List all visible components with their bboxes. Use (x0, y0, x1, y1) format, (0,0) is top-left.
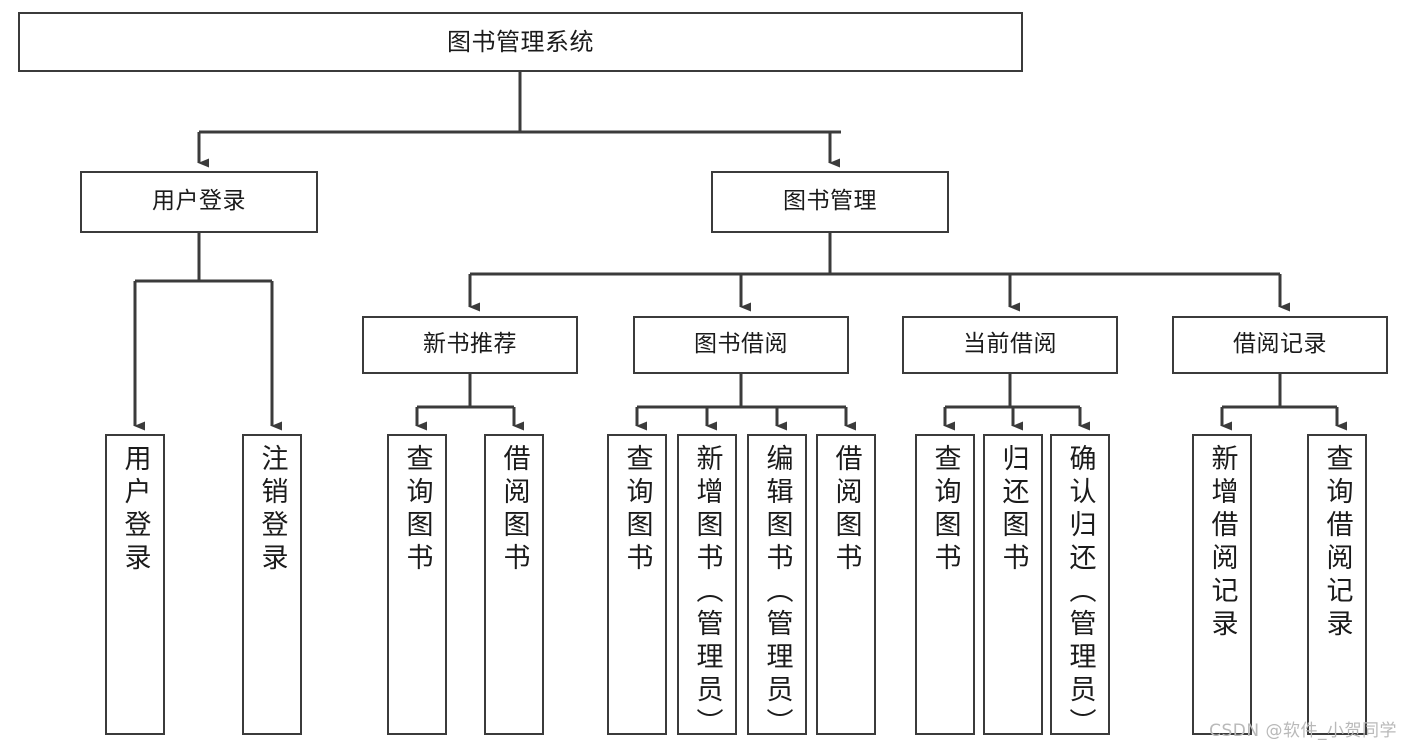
leaf-query-book-2[interactable]: 查询图书 (607, 434, 667, 735)
node-book-manage[interactable]: 图书管理 (711, 171, 949, 233)
leaf-confirm-return[interactable]: 确认归还（管理员） (1050, 434, 1110, 741)
leaf-borrow-book-2[interactable]: 借阅图书 (816, 434, 876, 735)
node-root-book-management-system[interactable]: 图书管理系统 (18, 12, 1023, 72)
node-current-borrow[interactable]: 当前借阅 (902, 316, 1118, 374)
node-label: 借阅图书 (830, 444, 862, 576)
node-label: 图书管理 (783, 188, 877, 215)
node-book-borrow[interactable]: 图书借阅 (633, 316, 849, 374)
csdn-watermark: CSDN @软件_小贺同学 (1209, 721, 1397, 741)
node-label: 新增图书（管理员） (691, 444, 723, 741)
node-label: 确认归还（管理员） (1064, 444, 1096, 741)
leaf-borrow-book-1[interactable]: 借阅图书 (484, 434, 544, 735)
node-label: 查询图书 (401, 444, 433, 576)
node-label: 用户登录 (119, 444, 151, 576)
leaf-logout[interactable]: 注销登录 (242, 434, 302, 735)
node-label: 图书借阅 (694, 331, 788, 358)
leaf-edit-book[interactable]: 编辑图书（管理员） (747, 434, 807, 741)
node-label: 归还图书 (997, 444, 1029, 576)
node-label: 查询借阅记录 (1321, 444, 1353, 642)
node-label: 借阅记录 (1233, 331, 1327, 358)
node-label: 用户登录 (152, 188, 246, 215)
node-label: 当前借阅 (963, 331, 1057, 358)
node-label: 查询图书 (621, 444, 653, 576)
node-label: 查询图书 (929, 444, 961, 576)
leaf-add-record[interactable]: 新增借阅记录 (1192, 434, 1252, 735)
leaf-query-record[interactable]: 查询借阅记录 (1307, 434, 1367, 735)
leaf-user-login[interactable]: 用户登录 (105, 434, 165, 735)
node-user-login[interactable]: 用户登录 (80, 171, 318, 233)
node-label: 新书推荐 (423, 331, 517, 358)
leaf-add-book[interactable]: 新增图书（管理员） (677, 434, 737, 741)
node-label: 图书管理系统 (447, 27, 594, 56)
leaf-return-book[interactable]: 归还图书 (983, 434, 1043, 735)
node-label: 新增借阅记录 (1206, 444, 1238, 642)
node-label: 编辑图书（管理员） (761, 444, 793, 741)
leaf-query-book-3[interactable]: 查询图书 (915, 434, 975, 735)
node-label: 借阅图书 (498, 444, 530, 576)
node-label: 注销登录 (256, 444, 288, 576)
node-new-book-recommend[interactable]: 新书推荐 (362, 316, 578, 374)
leaf-query-book-1[interactable]: 查询图书 (387, 434, 447, 735)
node-borrow-record[interactable]: 借阅记录 (1172, 316, 1388, 374)
